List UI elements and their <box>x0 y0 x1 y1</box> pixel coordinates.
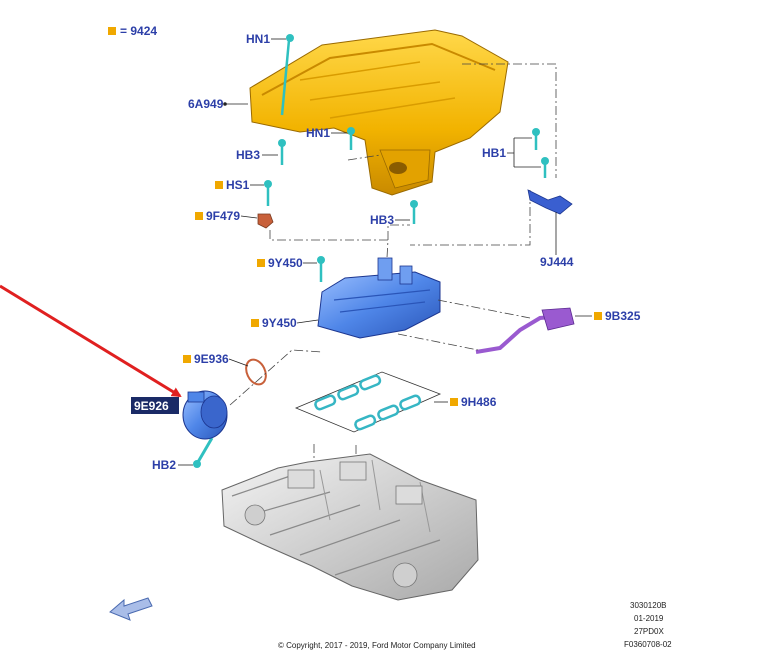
label-hn1-top: HN1 <box>246 32 270 46</box>
label-oring: 9E936 <box>194 352 229 366</box>
tube-part[interactable] <box>475 307 575 354</box>
footer-copyright: © Copyright, 2017 - 2019, Ford Motor Com… <box>278 641 476 650</box>
footer-code-2: 01-2019 <box>634 614 664 623</box>
footer-code-1: 3030120B <box>630 601 666 610</box>
fastener-hb3-left[interactable] <box>278 139 286 165</box>
gasket-part[interactable] <box>294 371 442 433</box>
view-direction-arrow-icon <box>109 597 153 621</box>
label-hb3-left: HB3 <box>236 148 260 162</box>
footer-code-4: F0360708-02 <box>624 640 672 649</box>
gasket-marker <box>450 398 458 406</box>
label-hb3-right: HB3 <box>370 213 394 227</box>
label-cover: 6A949 <box>188 97 224 111</box>
fastener-hs1[interactable] <box>264 180 272 206</box>
tube-marker <box>594 312 602 320</box>
label-hb2: HB2 <box>152 458 176 472</box>
label-bolt: 9Y450 <box>268 256 303 270</box>
label-bracket: 9J444 <box>540 255 574 269</box>
fastener-hb3-right[interactable] <box>410 200 418 224</box>
label-hb1: HB1 <box>482 146 506 160</box>
fastener-hn1-top[interactable] <box>280 34 294 116</box>
label-hs1: HS1 <box>226 178 250 192</box>
throttle-callout-box <box>131 397 179 414</box>
bolt-marker <box>257 259 265 267</box>
fastener-hn1-mid[interactable] <box>347 127 355 150</box>
footer-code-3: 27PD0X <box>634 627 664 636</box>
label-gasket: 9H486 <box>461 395 497 409</box>
highlight-arrow <box>0 284 182 398</box>
label-hn1-mid: HN1 <box>306 126 330 140</box>
legend-text: = 9424 <box>120 24 157 38</box>
label-manifold: 9Y450 <box>262 316 297 330</box>
legend-marker <box>108 27 116 35</box>
throttle-body-part[interactable] <box>182 390 228 440</box>
sensor-marker <box>195 212 203 220</box>
fastener-hb2[interactable] <box>193 437 214 468</box>
oring-part[interactable] <box>242 356 269 387</box>
hs1-marker <box>215 181 223 189</box>
oring-marker <box>183 355 191 363</box>
label-sensor: 9F479 <box>206 209 240 223</box>
bracket-part[interactable] <box>527 189 573 215</box>
fastener-9y450[interactable] <box>317 256 325 282</box>
engine-block-part[interactable] <box>221 453 479 601</box>
label-tube: 9B325 <box>605 309 641 323</box>
fastener-hb1-a[interactable] <box>532 128 540 150</box>
engine-cover-part[interactable] <box>249 29 509 196</box>
fastener-hb1-b[interactable] <box>541 157 549 178</box>
manifold-marker <box>251 319 259 327</box>
intake-manifold-part[interactable] <box>317 257 441 339</box>
sensor-part[interactable] <box>257 213 274 229</box>
label-throttle: 9E926 <box>134 399 169 413</box>
